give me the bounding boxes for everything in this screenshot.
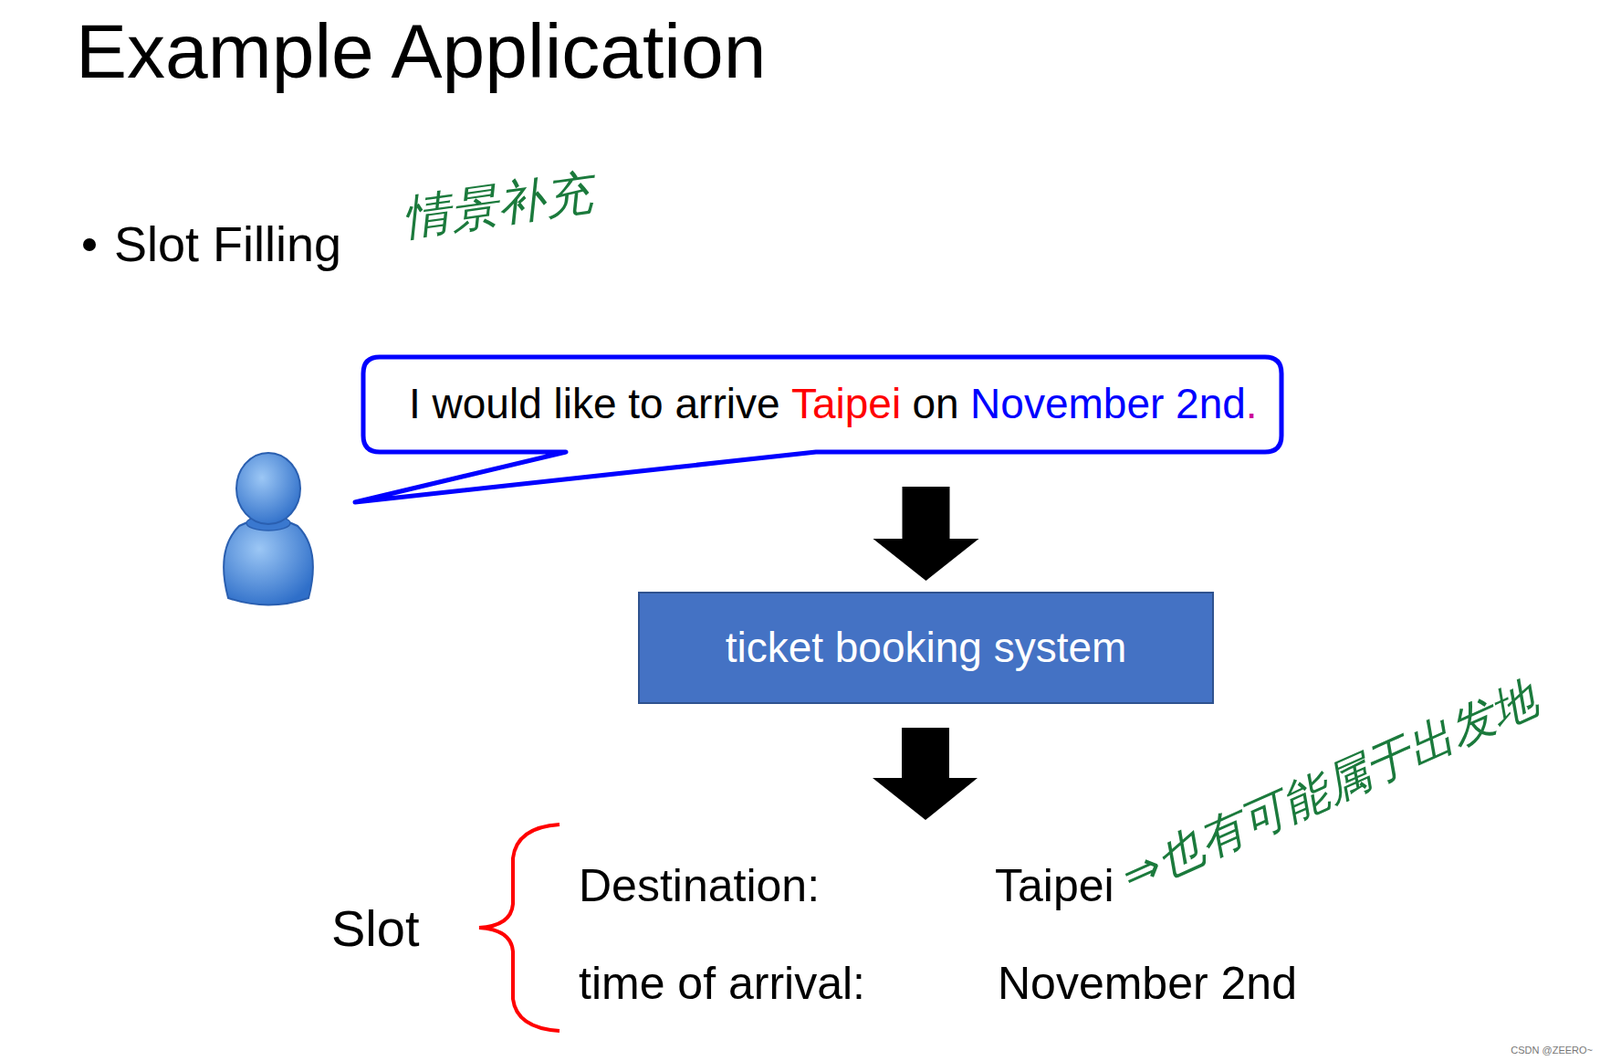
slot-brace (479, 824, 560, 1031)
flow-arrow (873, 486, 980, 581)
slot-word: November 2nd (970, 378, 1246, 429)
sentence: I would like to arriveTaipeionNovember 2… (408, 356, 1258, 452)
handwritten-note: ⇒也有可能属于出发地 (1114, 672, 1546, 901)
slot-value: November 2nd (997, 958, 1297, 1009)
slot-name: Destination: (578, 860, 820, 911)
speech-bubble: I would like to arriveTaipeionNovember 2… (363, 356, 1282, 452)
output-arrow (872, 727, 978, 820)
watermark: CSDN @ZEERO~ (1510, 1044, 1593, 1056)
person-icon (223, 452, 314, 606)
slot-name: time of arrival: (578, 958, 866, 1009)
slide-title: Example Application (75, 12, 766, 90)
handwritten-note: 情景补充 (399, 167, 596, 246)
process-box: ticket booking system (637, 591, 1214, 704)
sentence-part: . (1245, 378, 1258, 429)
bullet-text: Slot Filling (114, 217, 342, 272)
box-label: ticket booking system (725, 622, 1128, 673)
slot-value: Taipei (994, 860, 1115, 911)
bubble-outline (355, 356, 1282, 502)
sentence-part: I would like to arrive (408, 378, 781, 429)
bullet-dot (83, 238, 96, 251)
group-label: Slot (331, 899, 420, 957)
sentence-part: on (912, 378, 960, 429)
slot-word: Taipei (791, 378, 901, 429)
